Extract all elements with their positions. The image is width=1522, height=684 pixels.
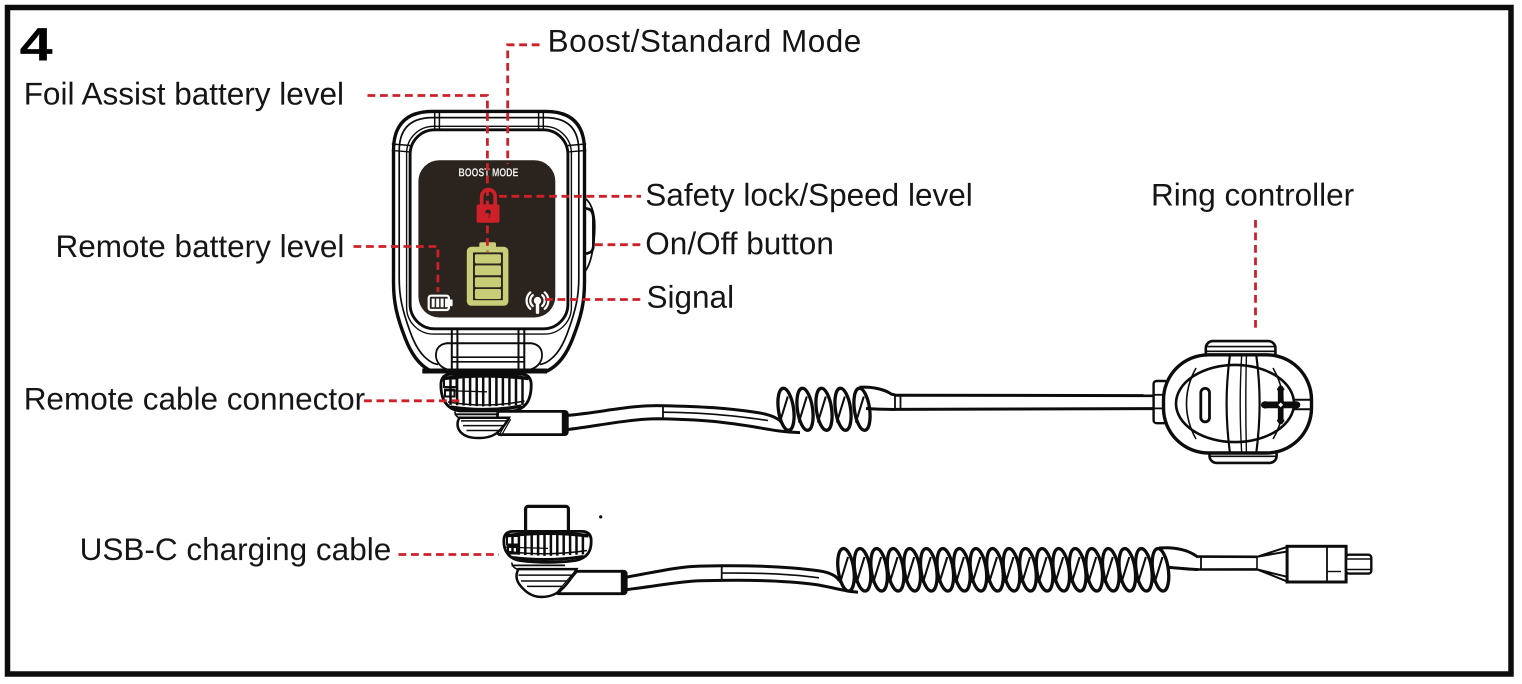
svg-text:Safety lock/Speed level: Safety lock/Speed level bbox=[645, 177, 972, 213]
svg-text:Boost/Standard Mode: Boost/Standard Mode bbox=[548, 23, 862, 59]
svg-text:Ring controller: Ring controller bbox=[1151, 177, 1354, 213]
svg-text:Signal: Signal bbox=[646, 279, 734, 315]
svg-text:Remote battery level: Remote battery level bbox=[55, 228, 344, 264]
svg-text:Foil Assist battery level: Foil Assist battery level bbox=[24, 76, 344, 112]
svg-text:4: 4 bbox=[19, 19, 52, 72]
svg-text:USB-C charging cable: USB-C charging cable bbox=[80, 531, 392, 567]
svg-text:Remote cable connector: Remote cable connector bbox=[24, 380, 365, 416]
svg-text:On/Off button: On/Off button bbox=[645, 225, 834, 261]
